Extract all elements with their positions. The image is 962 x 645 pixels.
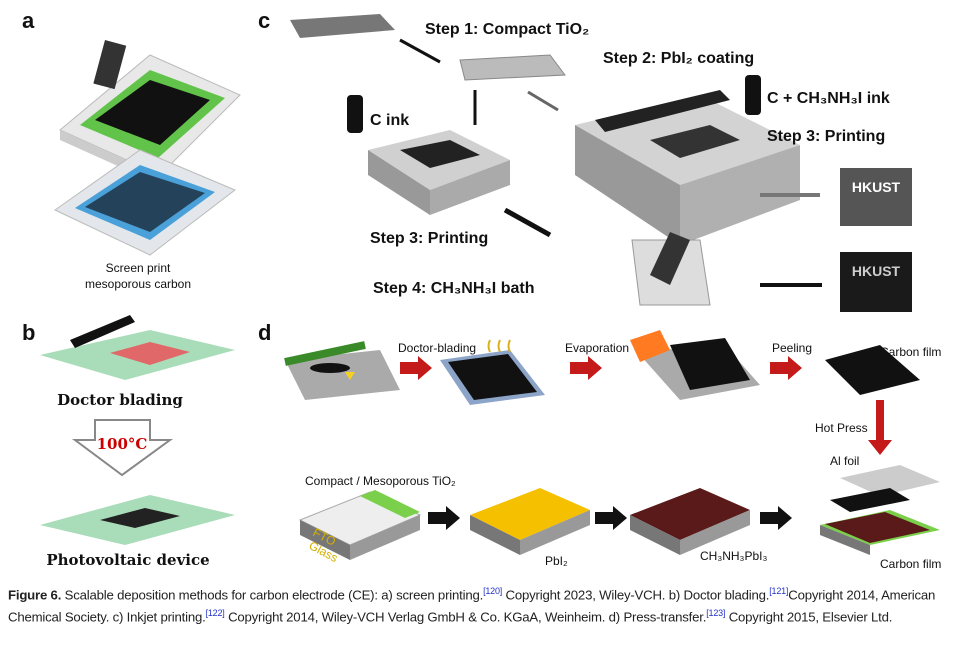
carbon-film-top-label: Carbon film [880, 345, 941, 359]
carbon-film-bottom-label: Carbon film [880, 557, 941, 571]
panel-label-c: c [258, 8, 270, 33]
red-arrow-icon [770, 356, 802, 380]
photovoltaic-label: Photovoltaic device [46, 551, 209, 569]
photovoltaic-device [40, 495, 235, 545]
arrow-icon [503, 207, 552, 238]
figure-number: Figure 6. [8, 587, 62, 603]
evaporation-label: Evaporation [565, 341, 629, 355]
caption-text: Copyright 2023, Wiley-VCH. b) Doctor bla… [502, 587, 770, 603]
caption-text: Copyright 2014, American Chemical Societ… [8, 587, 936, 625]
bath-container [631, 232, 711, 306]
inkjet-printer-large [575, 90, 800, 245]
doctor-blade-substrate [40, 315, 235, 380]
panel-label-d: d [258, 320, 271, 345]
fto-substrate [290, 14, 395, 38]
red-arrow-icon [868, 400, 892, 455]
mapbi3-label: CH₃NH₃PbI₃ [700, 549, 767, 563]
step2-label: Step 2: PbI₂ coating [603, 50, 754, 67]
black-arrow-icon [428, 506, 460, 530]
peeling-label: Peeling [772, 341, 812, 355]
arrow-icon [527, 90, 559, 112]
screen-print-frame [59, 40, 241, 185]
pbi2-layer [470, 488, 590, 555]
black-arrow-icon [595, 506, 627, 530]
step1-label: Step 1: Compact TiO₂ [425, 21, 589, 38]
doctor-blade-step [284, 341, 400, 400]
down-arrow-icon [71, 419, 174, 477]
reference-link[interactable]: [121] [769, 586, 789, 596]
sample-photo-2 [840, 252, 912, 312]
mapbi3-layer [630, 488, 750, 555]
inkjet-printer-small [368, 130, 510, 215]
tio2-substrate-d [298, 490, 422, 560]
step3-left-label: Step 3: Printing [370, 230, 488, 247]
blade-coated-film [440, 339, 545, 405]
red-arrow-icon [570, 356, 602, 380]
caption-text: Scalable deposition methods for carbon e… [61, 587, 484, 603]
al-foil-label: Al foil [830, 454, 859, 468]
reference-link[interactable]: [123] [706, 608, 726, 619]
hot-press-label: Hot Press [815, 421, 868, 435]
black-arrow-icon [760, 506, 792, 530]
doctor-blading-label: Doctor blading [57, 391, 183, 409]
compact-meso-label: Compact / Mesoporous TiO₂ [305, 474, 456, 488]
reference-link[interactable]: [120] [483, 586, 503, 596]
pbi2-label: PbI₂ [545, 554, 568, 568]
carbon-film [825, 345, 920, 395]
figure-caption: Figure 6. Scalable deposition methods fo… [8, 582, 958, 627]
c-ink-label: C ink [370, 112, 409, 129]
sample-label-2: HKUST [852, 263, 901, 279]
figure-illustration: a Screen print mesoporous carbon b Docto… [22, 8, 941, 571]
ink-bottle-icon [745, 75, 761, 115]
caption-text: Copyright 2014, Wiley-VCH Verlag GmbH & … [224, 609, 707, 625]
hot-press-stack [820, 465, 940, 555]
sample-photo-1 [840, 168, 912, 226]
screen-print-substrate [54, 149, 236, 256]
c-mai-ink-label: C + CH₃NH₃I ink [767, 90, 890, 107]
arrow-icon [399, 38, 441, 64]
caption-text: Copyright 2015, Elsevier Ltd. [725, 609, 893, 625]
peeling-film [630, 330, 760, 400]
step4-label: Step 4: CH₃NH₃I bath [373, 280, 534, 297]
ink-bottle-icon [347, 95, 363, 133]
doctor-blading-label-d: Doctor-blading [398, 341, 476, 355]
panel-a-caption-2: mesoporous carbon [85, 277, 191, 291]
panel-label-a: a [22, 8, 35, 33]
reference-link[interactable]: [122] [205, 608, 225, 619]
tio2-substrate [459, 54, 566, 81]
sample-label-1: HKUST [852, 179, 901, 195]
panel-label-b: b [22, 320, 35, 345]
step3-right-label: Step 3: Printing [767, 128, 885, 145]
panel-a-caption-1: Screen print [106, 261, 171, 275]
red-arrow-icon [400, 356, 432, 380]
temperature-label: 100°C [97, 435, 148, 453]
